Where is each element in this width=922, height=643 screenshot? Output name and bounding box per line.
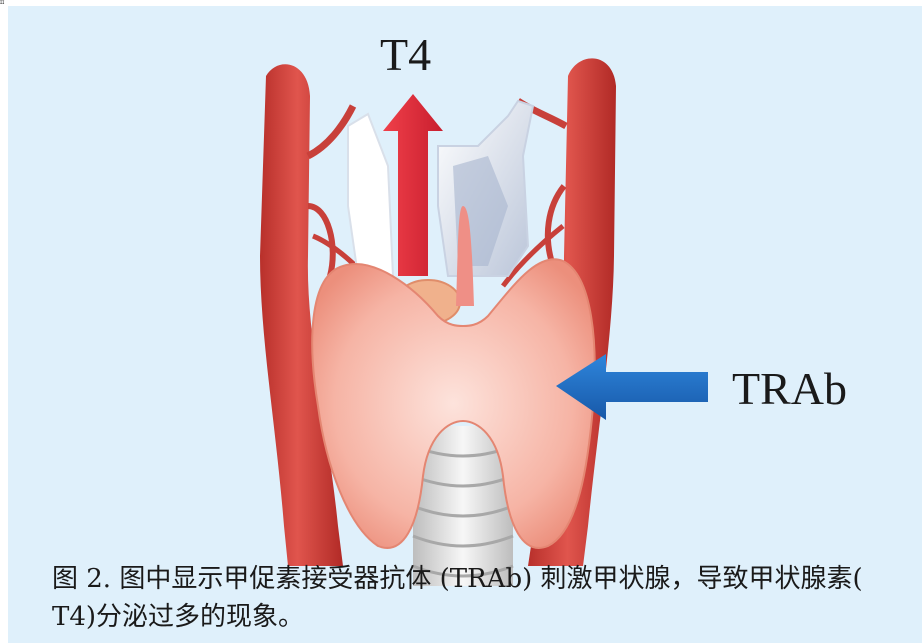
diagram-panel: T4 TRAb 图 2. 图中显示甲促素接受器抗体 (TRAb) 刺激甲状腺，导… (8, 6, 922, 643)
laryngeal-cartilage (348, 101, 533, 276)
thyroid-illustration (8, 6, 922, 643)
trab-label: TRAb (732, 366, 847, 412)
t4-label: T4 (380, 32, 431, 78)
figure-caption: 图 2. 图中显示甲促素接受器抗体 (TRAb) 刺激甲状腺，导致甲状腺素( T… (52, 560, 912, 636)
